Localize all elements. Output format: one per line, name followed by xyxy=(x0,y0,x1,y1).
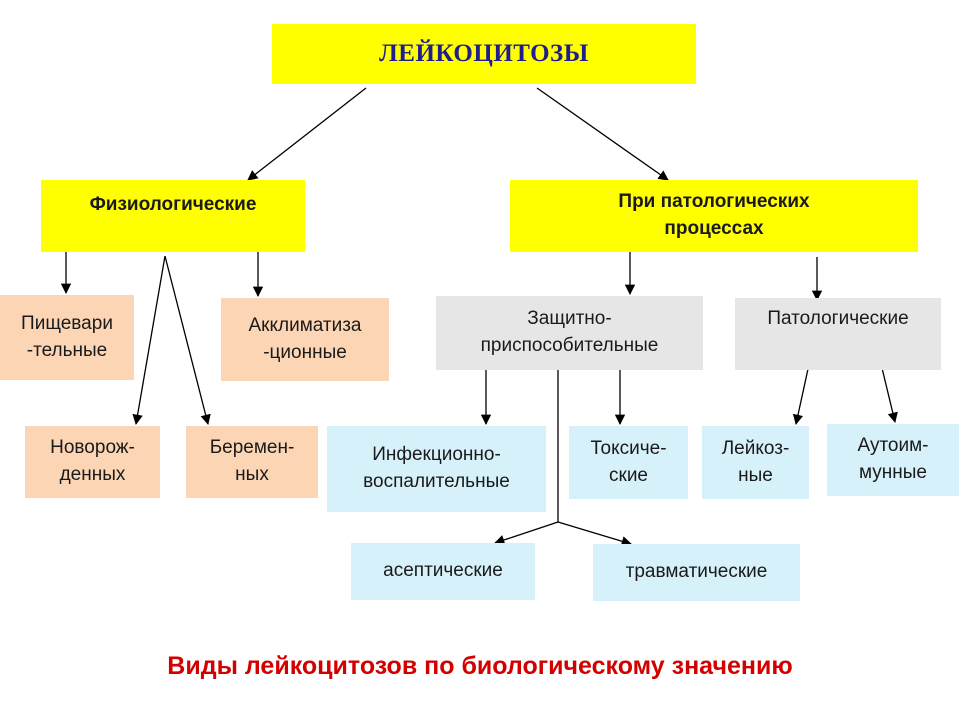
edge-root-physiological xyxy=(247,87,367,181)
node-pregnant: Беремен- ных xyxy=(186,426,318,498)
node-toxic: Токсиче- ские xyxy=(569,426,688,499)
node-pathological-processes: При патологических процессах xyxy=(510,180,918,252)
edge-physiological-newborns xyxy=(132,255,166,426)
diagram-caption: Виды лейкоцитозов по биологическому знач… xyxy=(167,652,793,680)
node-traumatic: травматические xyxy=(593,544,800,601)
node-leukocytoses: ЛЕЙКОЦИТОЗЫ xyxy=(272,24,696,84)
edge-pathological-autoimmune xyxy=(881,367,898,424)
node-aseptic: асептические xyxy=(351,543,535,600)
node-pathological: Патологические xyxy=(735,298,941,370)
edge-physiological-pregnant xyxy=(164,255,211,426)
edge-root-pathological-processes xyxy=(536,87,669,181)
node-autoimmune: Аутоим- мунные xyxy=(827,424,959,496)
node-infectious-inflammatory: Инфекционно- воспалительные xyxy=(327,426,546,512)
node-acclimatization: Акклиматиза -ционные xyxy=(221,298,389,381)
node-protective-adaptive: Защитно- приспособительные xyxy=(436,296,703,370)
node-leukemic: Лейкоз- ные xyxy=(702,426,809,499)
edge-trunk-traumatic xyxy=(557,521,632,547)
node-physiological: Физиологические xyxy=(41,180,305,252)
node-digestive: Пищевари -тельные xyxy=(0,295,134,380)
edge-trunk-aseptic xyxy=(494,521,559,545)
node-newborns: Новорож- денных xyxy=(25,426,160,498)
edge-pathological-leukemic xyxy=(792,368,809,426)
